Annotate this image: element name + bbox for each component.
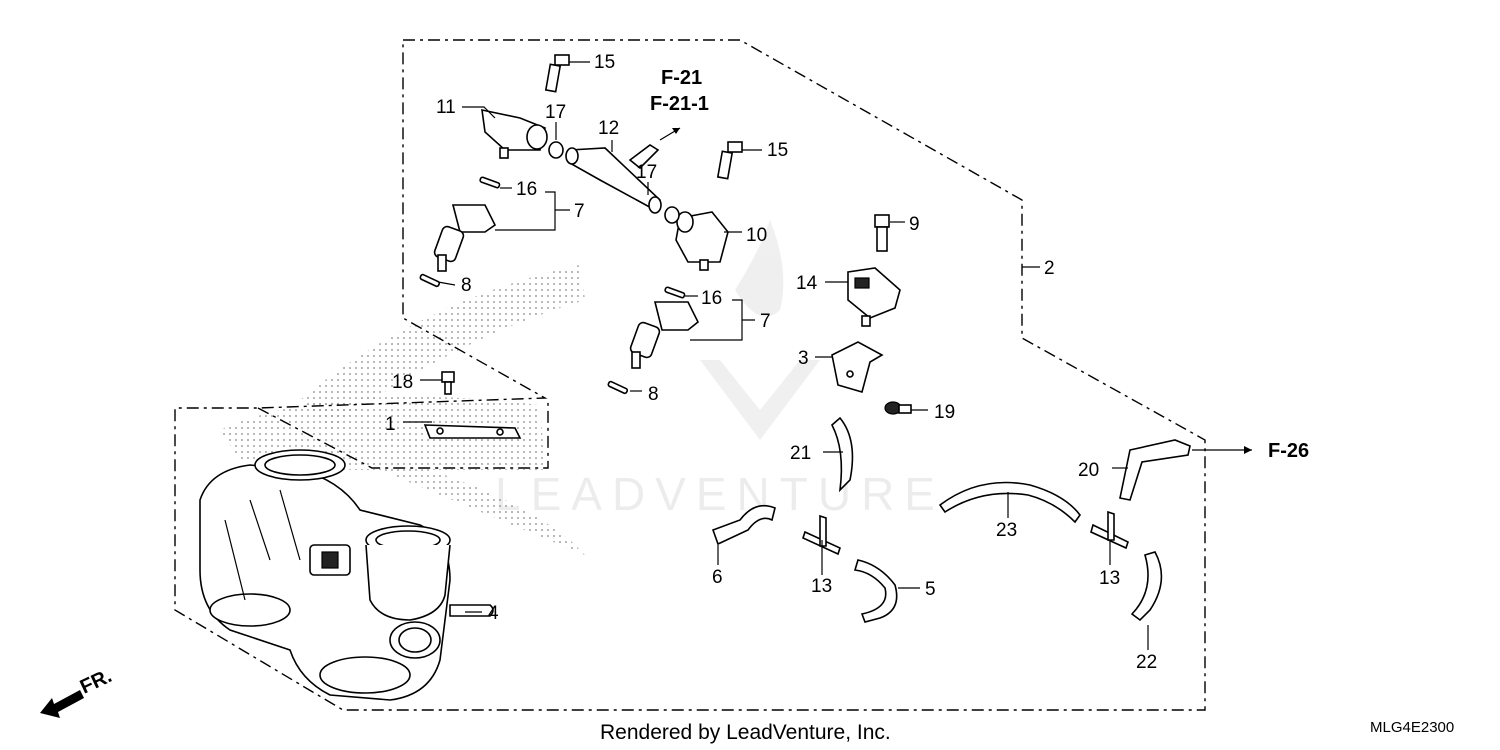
washer-part-17-lower bbox=[664, 206, 680, 224]
bolt-part-18 bbox=[441, 371, 455, 395]
callout-6: 6 bbox=[712, 567, 723, 588]
sensor-part-14 bbox=[847, 267, 901, 327]
injector-part-7-upper bbox=[433, 204, 497, 272]
washer-part-17-upper bbox=[548, 141, 564, 159]
oring-part-16-lower bbox=[664, 286, 686, 299]
bolt-part-15-lower bbox=[716, 141, 743, 180]
callout-11: 11 bbox=[436, 97, 456, 118]
callout-17-lower: 17 bbox=[636, 162, 657, 183]
callout-14: 14 bbox=[796, 273, 818, 294]
callout-10: 10 bbox=[746, 225, 767, 246]
callout-5: 5 bbox=[925, 579, 936, 600]
hose-part-23 bbox=[938, 481, 1081, 524]
callout-15-lower: 15 bbox=[767, 140, 788, 161]
bolt-part-15-upper bbox=[544, 54, 570, 93]
assembly-outline bbox=[174, 39, 1206, 711]
callout-8-lower: 8 bbox=[648, 384, 659, 405]
connector-part-10 bbox=[675, 211, 729, 271]
bolt-part-19 bbox=[884, 401, 912, 415]
watermark: LEADVENTURE bbox=[495, 468, 945, 520]
hose-part-20 bbox=[1119, 439, 1191, 501]
callout-16-lower: 16 bbox=[701, 288, 722, 309]
callout-19: 19 bbox=[934, 402, 955, 423]
dot-swoosh-lower bbox=[380, 470, 585, 555]
hose-part-6 bbox=[711, 504, 776, 546]
direction-label: FR. bbox=[77, 665, 115, 699]
callout-8-upper: 8 bbox=[461, 275, 472, 296]
callout-4: 4 bbox=[488, 603, 499, 624]
callout-9: 9 bbox=[909, 214, 920, 235]
hose-part-5 bbox=[853, 559, 898, 623]
hose-part-22 bbox=[1130, 551, 1163, 622]
callout-13-right: 13 bbox=[1099, 568, 1120, 589]
oring-part-16-upper bbox=[479, 176, 501, 189]
callout-3: 3 bbox=[798, 348, 809, 369]
bracket-part-3 bbox=[831, 341, 884, 393]
reference-f21-1[interactable]: F-21-1 bbox=[650, 93, 709, 115]
diagram-code: MLG4E2300 bbox=[1370, 719, 1454, 736]
callout-2: 2 bbox=[1044, 258, 1055, 279]
tee-fitting-part-13-right bbox=[1090, 510, 1129, 550]
footer-credit: Rendered by LeadVenture, Inc. bbox=[600, 721, 891, 744]
callout-12: 12 bbox=[598, 118, 619, 139]
callout-22: 22 bbox=[1136, 652, 1157, 673]
callout-1: 1 bbox=[385, 414, 396, 435]
callout-23: 23 bbox=[996, 520, 1017, 541]
callout-15-upper: 15 bbox=[594, 52, 615, 73]
reference-f26[interactable]: F-26 bbox=[1268, 440, 1309, 462]
hose-part-21 bbox=[831, 416, 854, 493]
callout-7-lower: 7 bbox=[760, 311, 771, 332]
injector-part-7-lower bbox=[629, 301, 700, 369]
callout-7-upper: 7 bbox=[574, 201, 585, 222]
leader-lines bbox=[403, 61, 1252, 650]
oring-part-8-lower bbox=[607, 380, 629, 395]
callout-21: 21 bbox=[790, 443, 811, 464]
front-direction-arrow-icon bbox=[40, 690, 84, 718]
callout-17-upper: 17 bbox=[545, 102, 566, 123]
dot-swoosh-upper bbox=[300, 265, 585, 430]
fuel-rail-part-12 bbox=[565, 127, 681, 214]
throttle-body-part-4 bbox=[199, 449, 494, 701]
bolt-part-9 bbox=[874, 214, 890, 252]
watermark-logo bbox=[700, 220, 820, 440]
bracket-part-1 bbox=[423, 424, 522, 439]
oring-part-8-upper bbox=[419, 273, 441, 288]
callout-20: 20 bbox=[1078, 460, 1099, 481]
connector-part-11 bbox=[481, 108, 548, 159]
callout-16-upper: 16 bbox=[516, 179, 537, 200]
callout-18: 18 bbox=[392, 372, 413, 393]
reference-f21[interactable]: F-21 bbox=[661, 67, 702, 89]
callout-13-left: 13 bbox=[811, 576, 832, 597]
